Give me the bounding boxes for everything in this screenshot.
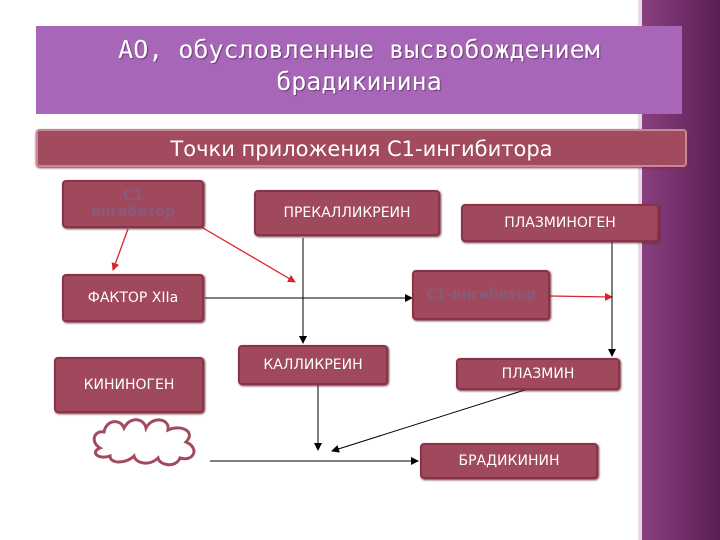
factor-xiia-node: ФАКТОР XIIa [62,274,204,322]
arrow-c1mid-to-plasminogen-path [549,292,613,301]
slide-title: АО, обусловленные высвобождением брадики… [118,35,600,96]
header-band [36,26,682,114]
subtitle-bar [36,129,687,167]
plasminogen-node: ПЛАЗМИНОГЕН [461,204,659,242]
side-band-edge [638,0,642,540]
bradykinin-node: БРАДИКИНИН [420,443,598,479]
arrow-c1-to-prekallikrein-path [185,217,296,283]
arrow-c1-to-factor [111,228,129,271]
c1-inhibitor-node-mid: С1-ингибитор [412,270,550,320]
plasmin-node: ПЛАЗМИН [456,358,620,390]
kininogen-node: КИНИНОГЕН [54,357,204,413]
kallikrein-node: КАЛЛИКРЕИН [238,345,388,385]
prekallikrein-node: ПРЕКАЛЛИКРЕИН [254,190,440,236]
slide-subtitle: Точки приложения С1-ингибитора [170,137,553,161]
c1-inhibitor-node-top: С1 ингибитор [62,180,204,228]
arrow-plasmin-to-junction [331,388,529,453]
kininogen-molecule-icon [92,418,196,467]
